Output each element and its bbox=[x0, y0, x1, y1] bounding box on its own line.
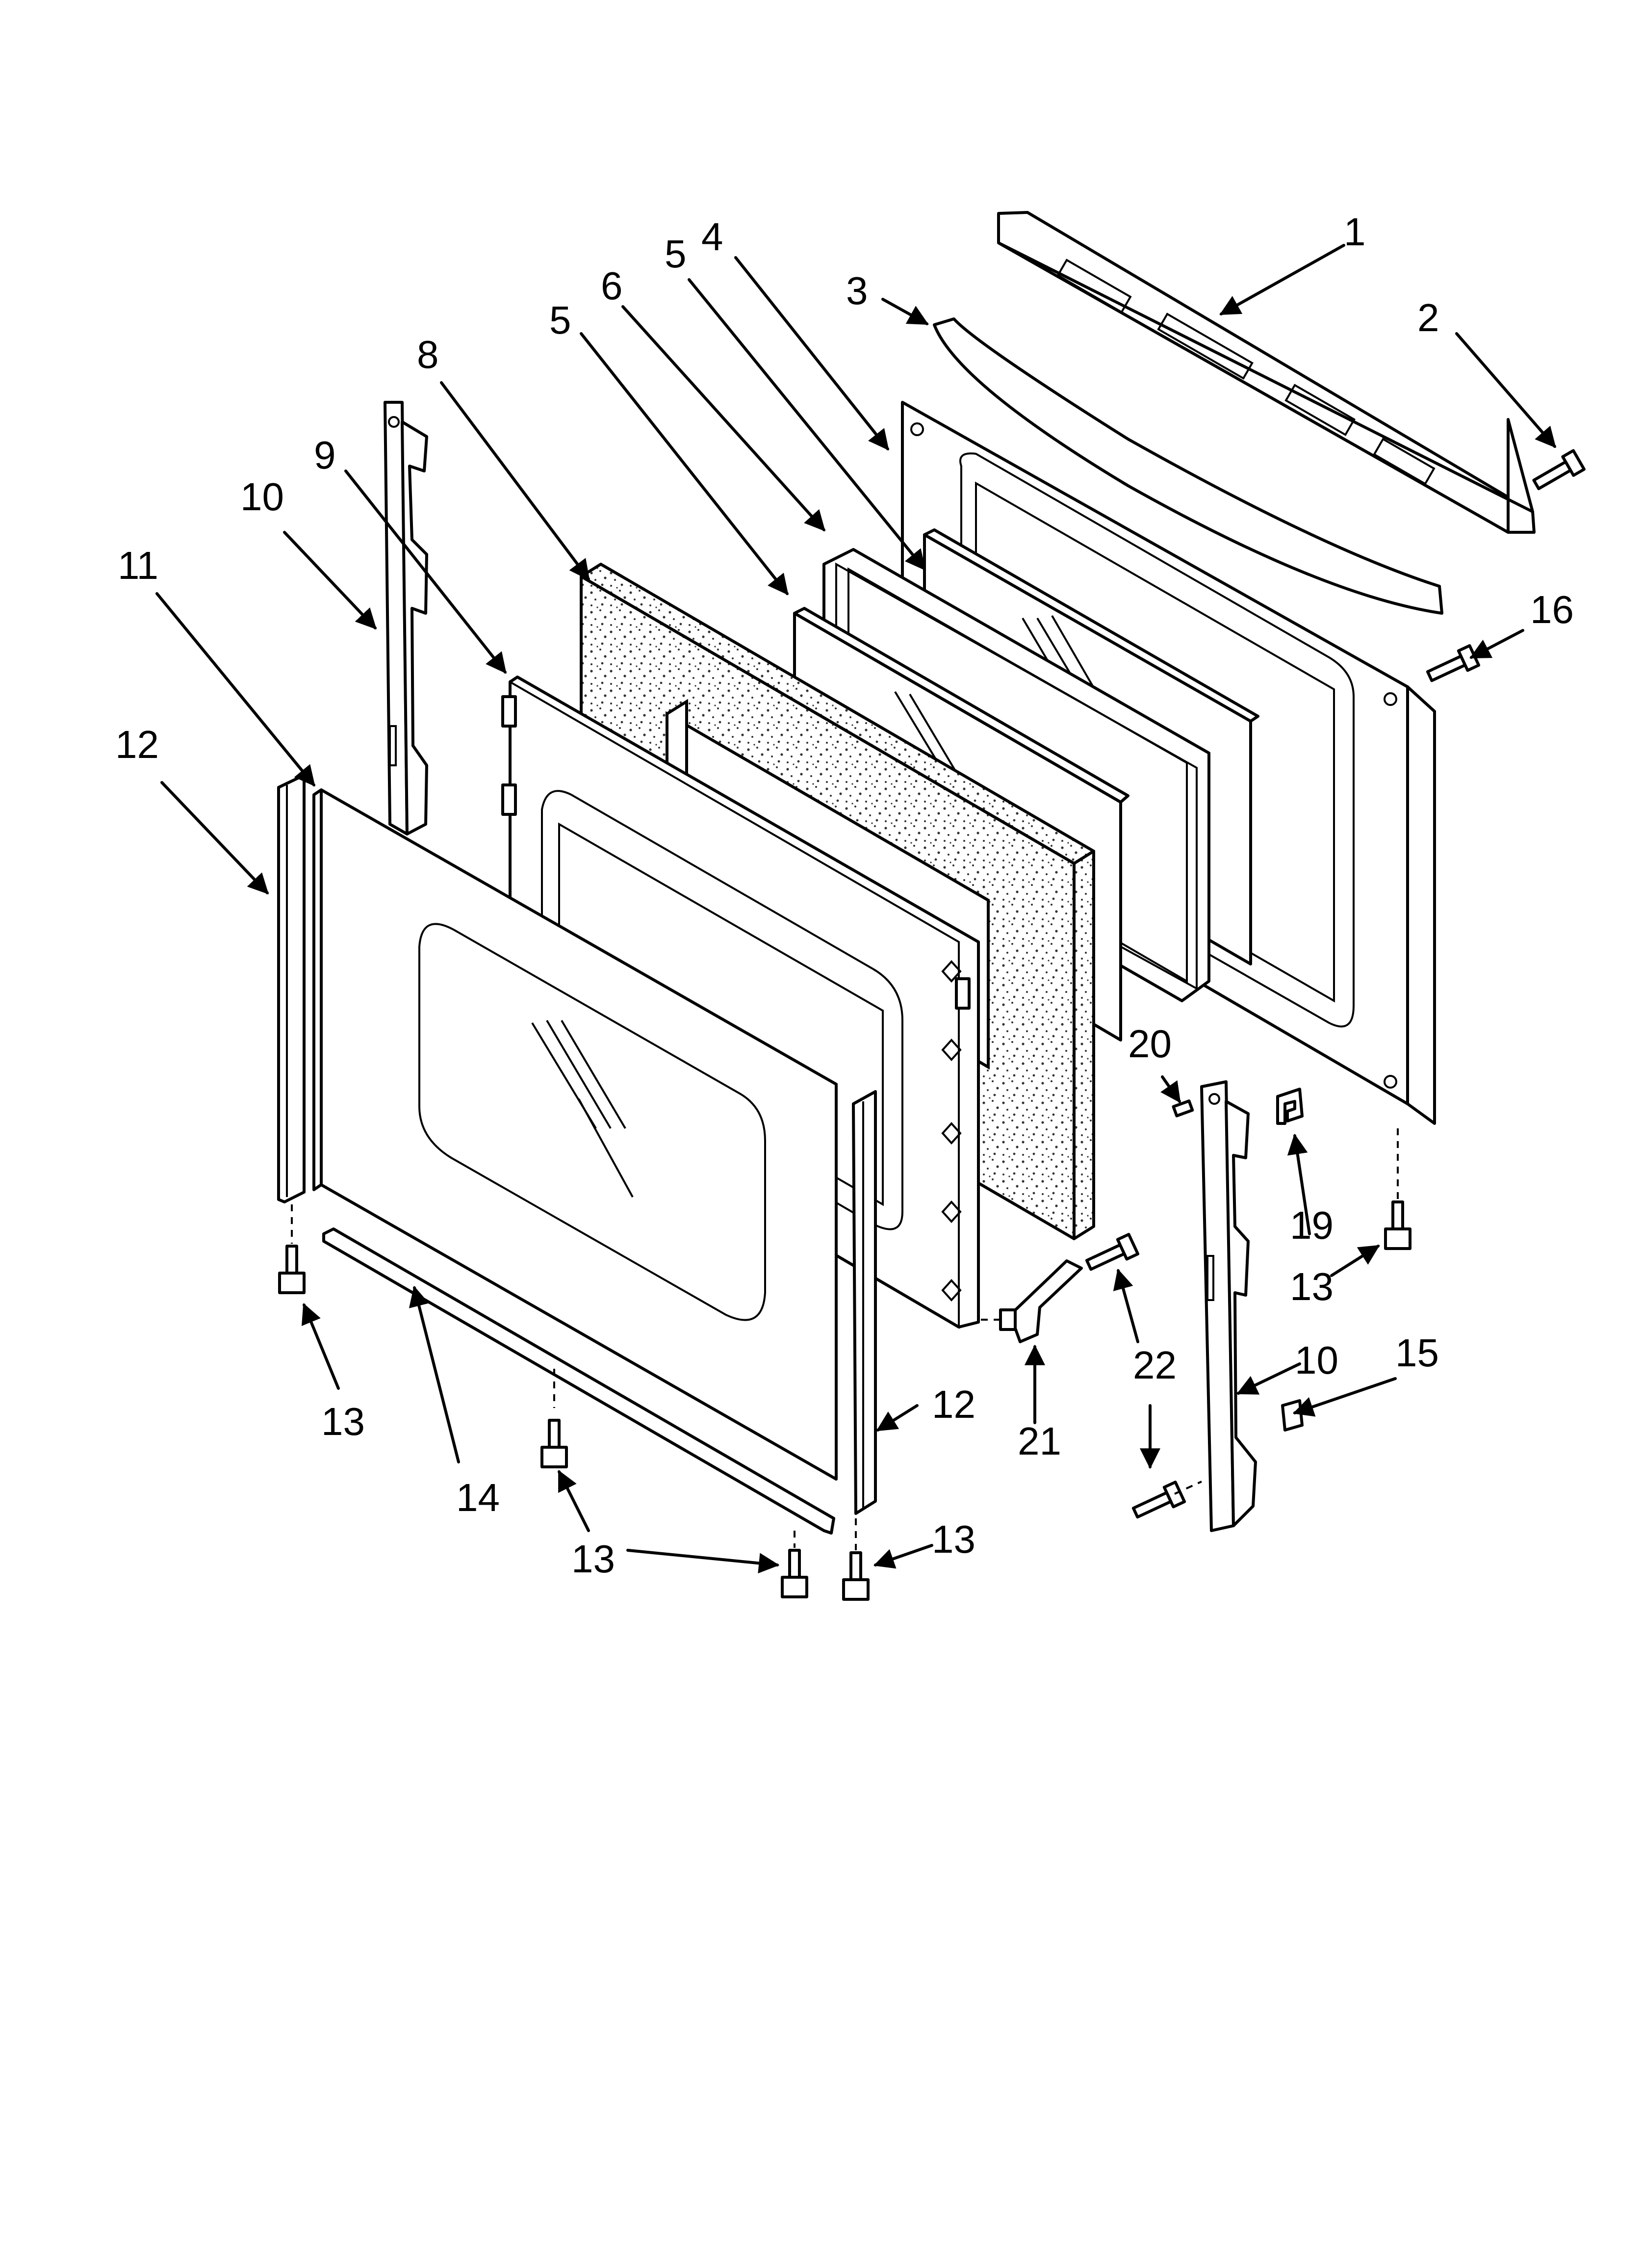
part-15-clip bbox=[1281, 1399, 1304, 1432]
callout-labels: 1 2 3 4 5 6 5 8 9 10 11 12 16 20 19 13 2… bbox=[115, 210, 1574, 1581]
part-11-outer-door-panel bbox=[312, 788, 838, 1481]
callout-20: 20 bbox=[1128, 1022, 1172, 1066]
callout-6: 6 bbox=[601, 264, 623, 308]
callout-19: 19 bbox=[1290, 1203, 1334, 1247]
part-12-side-trim-right bbox=[852, 1090, 877, 1515]
callout-4: 4 bbox=[701, 215, 723, 259]
callout-13-right-trim: 13 bbox=[932, 1517, 975, 1561]
leader-lines bbox=[155, 244, 1556, 1574]
part-1-vent-trim bbox=[997, 211, 1536, 534]
callout-14: 14 bbox=[456, 1476, 500, 1519]
part-10-hinge-channel-left bbox=[384, 401, 428, 835]
part-13-screw-right-door bbox=[1384, 1128, 1411, 1250]
part-12-side-trim-left bbox=[277, 774, 306, 1203]
callout-15: 15 bbox=[1395, 1331, 1439, 1375]
part-2-screw bbox=[1532, 449, 1586, 491]
callout-5-upper: 5 bbox=[665, 232, 687, 276]
part-22-screw-lower bbox=[1131, 1481, 1202, 1519]
callout-22-label: 22 bbox=[1133, 1343, 1177, 1387]
callout-2: 2 bbox=[1417, 296, 1439, 339]
part-14-bottom-trim bbox=[322, 1227, 835, 1535]
callout-5-lower: 5 bbox=[549, 298, 571, 342]
callout-8: 8 bbox=[417, 333, 439, 376]
part-10-hinge-channel-right bbox=[1200, 1080, 1257, 1532]
part-16-screw bbox=[1426, 644, 1481, 682]
callout-12-left: 12 bbox=[115, 723, 159, 766]
callout-3: 3 bbox=[846, 269, 868, 313]
callout-1: 1 bbox=[1344, 210, 1366, 254]
callout-9: 9 bbox=[314, 433, 336, 477]
callout-13-center: 13 bbox=[571, 1537, 615, 1581]
callout-13-left: 13 bbox=[321, 1400, 365, 1443]
part-13-screw-right-trim bbox=[842, 1518, 870, 1601]
part-13-screw-bottom bbox=[781, 1531, 808, 1598]
callout-11: 11 bbox=[118, 544, 158, 587]
part-22-screw-upper bbox=[1085, 1233, 1140, 1271]
callout-10-left: 10 bbox=[240, 475, 284, 519]
callout-13-right-door: 13 bbox=[1290, 1265, 1334, 1308]
part-13-screw-left bbox=[278, 1204, 306, 1294]
part-19-clip bbox=[1276, 1088, 1304, 1125]
part-20-screw bbox=[1172, 1099, 1194, 1118]
part-3-handle bbox=[933, 317, 1443, 615]
callout-10-right: 10 bbox=[1295, 1338, 1338, 1382]
part-13-screw-center bbox=[540, 1419, 568, 1468]
part-21-hinge-bracket bbox=[981, 1259, 1083, 1343]
callout-16: 16 bbox=[1530, 588, 1574, 631]
callout-12-right: 12 bbox=[932, 1382, 975, 1426]
callout-21: 21 bbox=[1018, 1419, 1061, 1463]
